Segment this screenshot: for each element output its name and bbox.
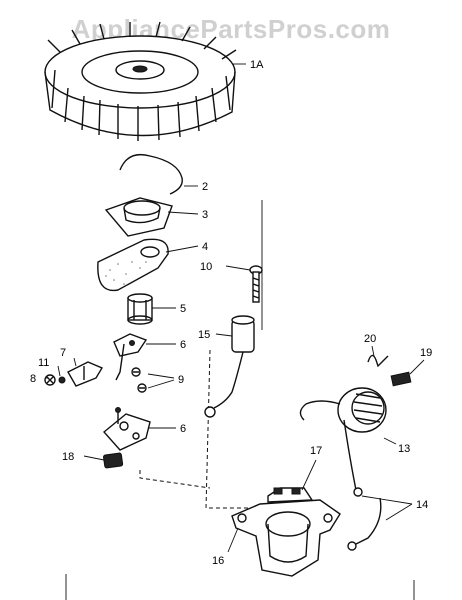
gasket bbox=[97, 238, 169, 292]
bushing bbox=[127, 293, 153, 325]
callout-2: 2 bbox=[202, 181, 208, 193]
callout-9: 9 bbox=[178, 374, 184, 386]
callout-13: 13 bbox=[398, 443, 410, 455]
spring-clip bbox=[119, 153, 183, 195]
callout-4: 4 bbox=[202, 241, 208, 253]
callout-17: 17 bbox=[310, 445, 322, 457]
callout-6-upper: 6 bbox=[180, 339, 186, 351]
callout-14: 14 bbox=[416, 499, 428, 511]
callout-7: 7 bbox=[60, 347, 66, 359]
condenser-bracket bbox=[58, 361, 104, 387]
insulator-pad bbox=[390, 371, 412, 387]
felt-wick bbox=[103, 452, 124, 469]
callout-16: 16 bbox=[212, 555, 224, 567]
breaker-arm bbox=[113, 333, 148, 381]
callout-20: 20 bbox=[364, 333, 376, 345]
breaker-plate bbox=[102, 407, 151, 451]
stator-core bbox=[231, 487, 341, 577]
callout-11: 11 bbox=[38, 357, 49, 369]
callout-15: 15 bbox=[198, 329, 210, 341]
callout-6-lower: 6 bbox=[180, 423, 186, 435]
flywheel bbox=[44, 21, 237, 141]
lead-wire bbox=[355, 497, 382, 545]
coil-screw bbox=[249, 265, 263, 303]
callout-5: 5 bbox=[180, 303, 186, 315]
mounting-screws bbox=[131, 367, 147, 393]
callout-1a: 1A bbox=[250, 59, 264, 71]
ignition-coil bbox=[299, 387, 387, 497]
callout-10: 10 bbox=[200, 261, 212, 273]
callout-18: 18 bbox=[62, 451, 74, 463]
breaker-cover bbox=[104, 197, 173, 237]
callout-3: 3 bbox=[202, 209, 208, 221]
terminal-screw bbox=[44, 374, 56, 386]
condenser bbox=[204, 315, 255, 418]
ground-wire bbox=[367, 354, 389, 368]
callout-19: 19 bbox=[420, 347, 432, 359]
callout-8: 8 bbox=[30, 373, 36, 385]
